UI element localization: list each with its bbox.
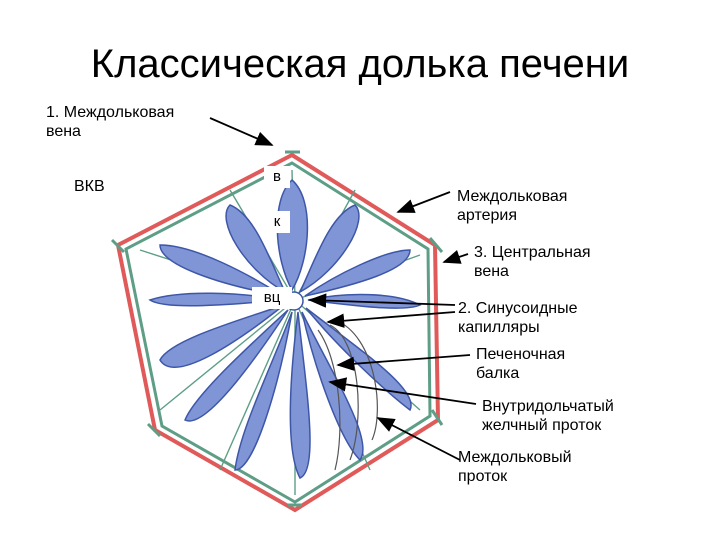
label-central-vein-line2: вена — [474, 263, 509, 280]
slide-title: Классическая долька печени — [90, 42, 630, 86]
label-intralobular-bile-duct: Внутридольчатый желчный проток — [482, 397, 614, 435]
label-central-vein-line1: 3. Центральная — [474, 244, 591, 261]
label-k: к — [264, 211, 290, 233]
label-interlobular-artery-line2: артерия — [457, 207, 517, 224]
label-intralobular-bile-duct-line1: Внутридольчатый — [482, 398, 614, 415]
label-interlobular-vein-line1: 1. Междольковая — [46, 104, 175, 121]
label-interlobular-artery: Междольковая артерия — [457, 187, 567, 225]
annotation-arrows — [209, 117, 477, 461]
label-hepatic-beam-line2: балка — [476, 365, 520, 382]
label-interlobular-duct-line2: проток — [458, 468, 508, 485]
sinusoid-petals-upper — [148, 178, 422, 309]
label-interlobular-duct: Междольковый проток — [458, 448, 572, 486]
label-hepatic-beam-line1: Печеночная — [476, 346, 566, 363]
label-sinusoid-capillaries-line2: капилляры — [458, 319, 540, 336]
label-vc: вц — [252, 287, 292, 309]
label-central-vein: 3. Центральная вена — [474, 243, 591, 281]
label-hepatic-beam: Печеночная балка — [476, 345, 565, 383]
beam-outlines — [317, 319, 378, 471]
label-interlobular-artery-line1: Междольковая — [457, 188, 568, 205]
label-sinusoid-capillaries-line1: 2. Синусоидные — [458, 300, 578, 317]
label-interlobular-duct-line1: Междольковый — [458, 449, 572, 466]
corner-vessels — [110, 150, 444, 507]
label-interlobular-vein-line2: вена — [46, 123, 81, 140]
label-sinusoid-capillaries: 2. Синусоидные капилляры — [458, 299, 578, 337]
label-intralobular-bile-duct-line2: желчный проток — [482, 417, 602, 434]
label-vkv: ВКВ — [74, 178, 105, 195]
lobule-inner-border — [124, 161, 432, 504]
label-interlobular-vein: 1. Междольковая вена — [46, 103, 174, 141]
label-v: в — [264, 166, 290, 188]
